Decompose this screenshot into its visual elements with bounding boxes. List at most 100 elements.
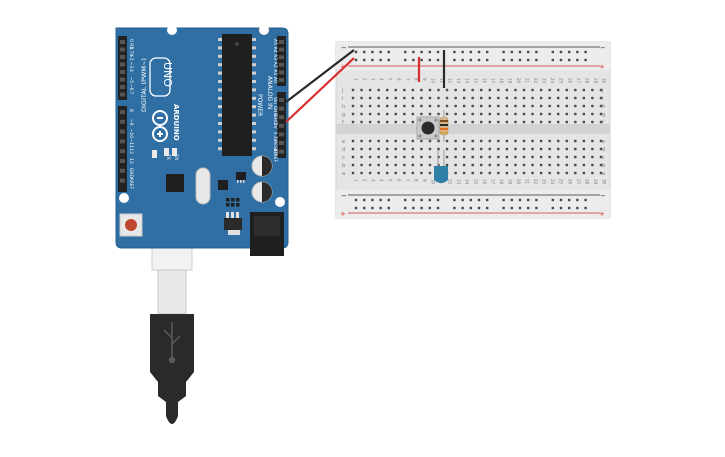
breadboard-hole[interactable] bbox=[360, 147, 363, 151]
breadboard-hole[interactable] bbox=[386, 139, 389, 143]
breadboard-hole[interactable] bbox=[522, 120, 526, 124]
breadboard-hole[interactable] bbox=[445, 155, 449, 159]
rail-hole[interactable] bbox=[535, 58, 538, 62]
wire-5v-to-rail[interactable] bbox=[285, 57, 355, 123]
breadboard-hole[interactable] bbox=[565, 155, 568, 159]
rail-hole[interactable] bbox=[477, 50, 481, 54]
breadboard-hole[interactable] bbox=[462, 120, 466, 124]
breadboard-hole[interactable] bbox=[548, 120, 551, 124]
breadboard-hole[interactable] bbox=[386, 120, 389, 124]
rail-hole[interactable] bbox=[363, 58, 366, 62]
breadboard-hole[interactable] bbox=[531, 171, 534, 175]
breadboard-hole[interactable] bbox=[462, 147, 466, 151]
digital-pin-socket[interactable] bbox=[120, 85, 125, 89]
breadboard-hole[interactable] bbox=[403, 112, 406, 116]
breadboard-hole[interactable] bbox=[574, 155, 577, 159]
breadboard-hole[interactable] bbox=[531, 163, 534, 167]
breadboard-hole[interactable] bbox=[411, 139, 415, 143]
breadboard-hole[interactable] bbox=[454, 104, 457, 108]
breadboard-hole[interactable] bbox=[539, 104, 543, 108]
breadboard-hole[interactable] bbox=[505, 139, 509, 143]
breadboard-hole[interactable] bbox=[505, 112, 509, 116]
breadboard-hole[interactable] bbox=[445, 88, 449, 92]
breadboard-hole[interactable] bbox=[557, 163, 560, 167]
breadboard-hole[interactable] bbox=[411, 96, 415, 100]
resistor[interactable] bbox=[439, 110, 449, 142]
breadboard-hole[interactable] bbox=[582, 96, 586, 100]
breadboard-hole[interactable] bbox=[565, 147, 568, 151]
breadboard-hole[interactable] bbox=[522, 171, 526, 175]
breadboard-hole[interactable] bbox=[574, 112, 577, 116]
analog-pin-socket[interactable] bbox=[279, 47, 284, 52]
breadboard-hole[interactable] bbox=[368, 139, 372, 143]
rail-hole[interactable] bbox=[404, 206, 407, 210]
breadboard-hole[interactable] bbox=[497, 112, 500, 116]
rail-hole[interactable] bbox=[584, 206, 587, 210]
breadboard-hole[interactable] bbox=[574, 163, 577, 167]
rail-hole[interactable] bbox=[568, 50, 571, 54]
breadboard-hole[interactable] bbox=[531, 88, 534, 92]
breadboard-hole[interactable] bbox=[574, 139, 577, 143]
ceramic-capacitor[interactable] bbox=[434, 150, 448, 183]
breadboard-hole[interactable] bbox=[462, 171, 466, 175]
rail-hole[interactable] bbox=[371, 206, 374, 210]
rail-hole[interactable] bbox=[510, 50, 513, 54]
breadboard-hole[interactable] bbox=[394, 147, 397, 151]
power-pin-socket[interactable] bbox=[279, 141, 284, 145]
breadboard-hole[interactable] bbox=[557, 96, 560, 100]
rail-hole[interactable] bbox=[568, 58, 571, 62]
breadboard-hole[interactable] bbox=[591, 120, 594, 124]
breadboard-hole[interactable] bbox=[514, 104, 517, 108]
digital-pin-socket[interactable] bbox=[120, 110, 125, 114]
breadboard-hole[interactable] bbox=[522, 139, 526, 143]
rail-hole[interactable] bbox=[486, 198, 489, 202]
breadboard-hole[interactable] bbox=[360, 88, 363, 92]
power-pin-socket[interactable] bbox=[279, 132, 284, 137]
breadboard-hole[interactable] bbox=[377, 112, 380, 116]
rail-hole[interactable] bbox=[461, 58, 464, 62]
breadboard-hole[interactable] bbox=[462, 155, 466, 159]
breadboard-hole[interactable] bbox=[394, 96, 397, 100]
breadboard-hole[interactable] bbox=[377, 120, 380, 124]
breadboard-hole[interactable] bbox=[428, 112, 432, 116]
breadboard-hole[interactable] bbox=[591, 112, 594, 116]
breadboard-hole[interactable] bbox=[377, 155, 380, 159]
breadboard-hole[interactable] bbox=[428, 104, 432, 108]
breadboard-hole[interactable] bbox=[480, 139, 483, 143]
breadboard-hole[interactable] bbox=[360, 155, 363, 159]
breadboard-hole[interactable] bbox=[591, 171, 594, 175]
digital-pin-socket[interactable] bbox=[120, 149, 125, 154]
analog-pin-socket[interactable] bbox=[279, 70, 284, 75]
breadboard-hole[interactable] bbox=[360, 120, 363, 124]
rail-hole[interactable] bbox=[436, 50, 440, 54]
breadboard-hole[interactable] bbox=[591, 147, 594, 151]
breadboard-hole[interactable] bbox=[480, 171, 483, 175]
breadboard-hole[interactable] bbox=[394, 112, 397, 116]
breadboard-hole[interactable] bbox=[488, 112, 491, 116]
breadboard-hole[interactable] bbox=[351, 171, 355, 175]
breadboard-hole[interactable] bbox=[599, 120, 603, 124]
breadboard-hole[interactable] bbox=[445, 96, 449, 100]
breadboard-hole[interactable] bbox=[557, 147, 560, 151]
rail-hole[interactable] bbox=[568, 206, 571, 210]
breadboard-hole[interactable] bbox=[454, 147, 457, 151]
breadboard-hole[interactable] bbox=[420, 139, 423, 143]
breadboard-hole[interactable] bbox=[445, 104, 449, 108]
digital-pin-socket[interactable] bbox=[120, 139, 125, 144]
breadboard-hole[interactable] bbox=[351, 163, 355, 167]
breadboard-hole[interactable] bbox=[411, 163, 415, 167]
breadboard-hole[interactable] bbox=[565, 171, 568, 175]
rail-hole[interactable] bbox=[412, 198, 415, 202]
breadboard-hole[interactable] bbox=[403, 88, 406, 92]
rail-hole[interactable] bbox=[527, 198, 530, 202]
rail-hole[interactable] bbox=[502, 198, 505, 202]
breadboard-hole[interactable] bbox=[539, 163, 543, 167]
breadboard-hole[interactable] bbox=[505, 147, 509, 151]
breadboard-hole[interactable] bbox=[531, 104, 534, 108]
breadboard-hole[interactable] bbox=[445, 112, 449, 116]
rail-hole[interactable] bbox=[453, 206, 456, 210]
breadboard-hole[interactable] bbox=[351, 96, 355, 100]
rail-hole[interactable] bbox=[551, 50, 554, 54]
